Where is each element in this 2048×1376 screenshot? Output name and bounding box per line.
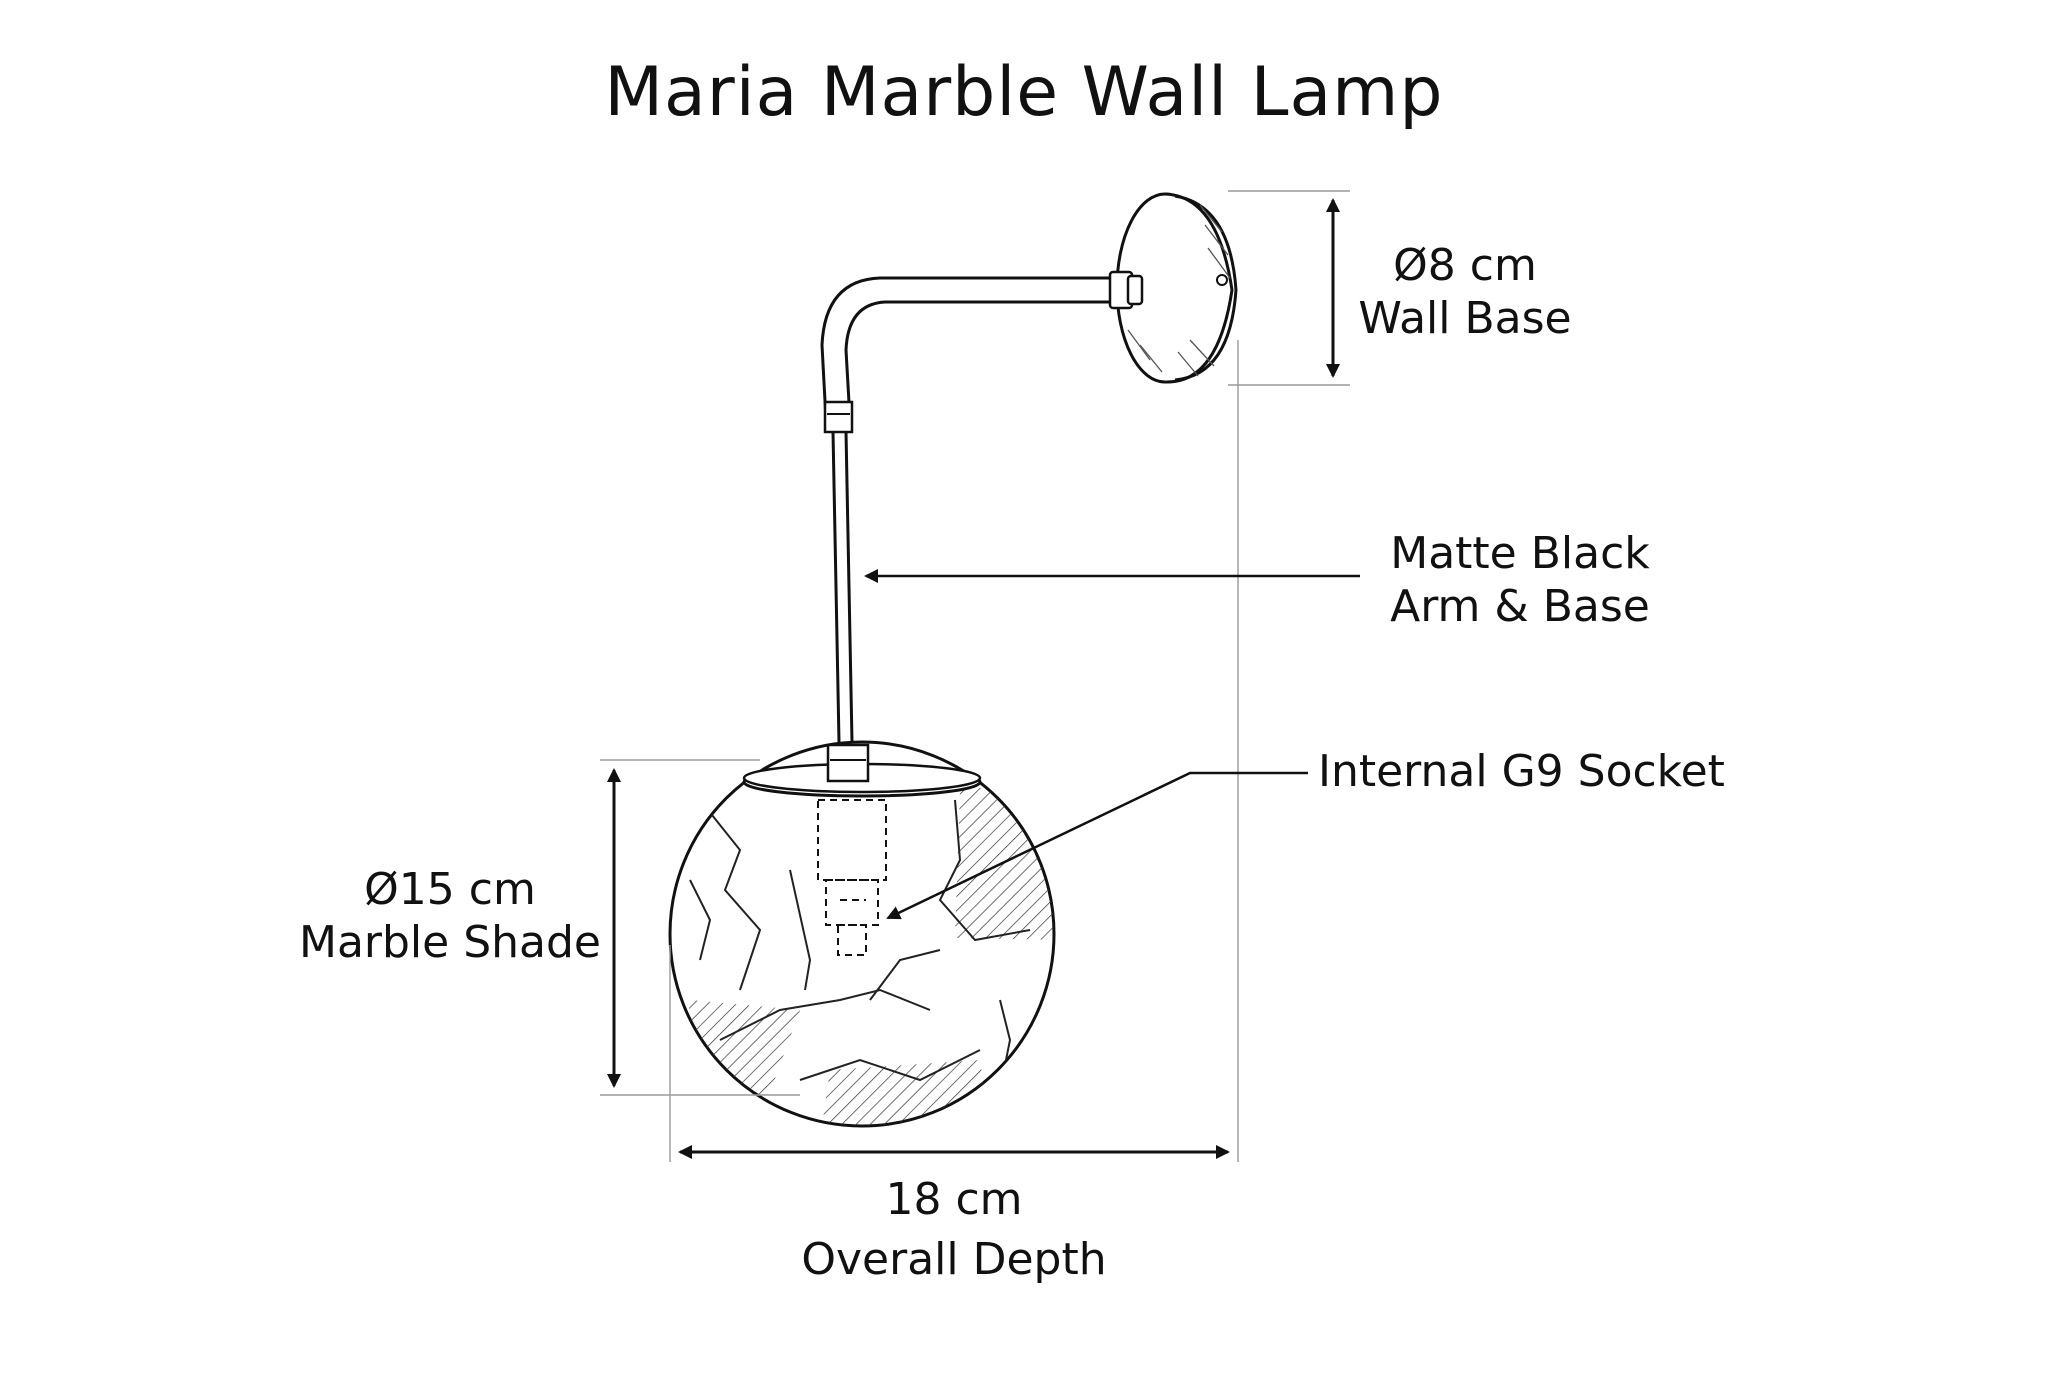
marble-shade [668,740,1056,1128]
wall-base-diameter-label: Ø8 cm [1393,240,1537,291]
wall-base [1115,192,1238,384]
wall-base-label: Wall Base [1358,293,1572,344]
depth-label: Overall Depth [801,1234,1107,1285]
diagram-title: Maria Marble Wall Lamp [604,53,1444,132]
arm-material-label-line2: Arm & Base [1390,581,1650,632]
shade-label: Marble Shade [298,917,601,968]
extension-lines [600,190,1350,1162]
socket-leader-line [886,771,1308,920]
depth-value-label: 18 cm [885,1174,1023,1225]
shade-diameter-label: Ø15 cm [364,864,536,915]
arm-material-label-line1: Matte Black [1390,528,1650,579]
socket-outline [817,799,887,956]
socket-label: Internal G9 Socket [1318,746,1725,797]
lamp-arm [820,270,1144,743]
